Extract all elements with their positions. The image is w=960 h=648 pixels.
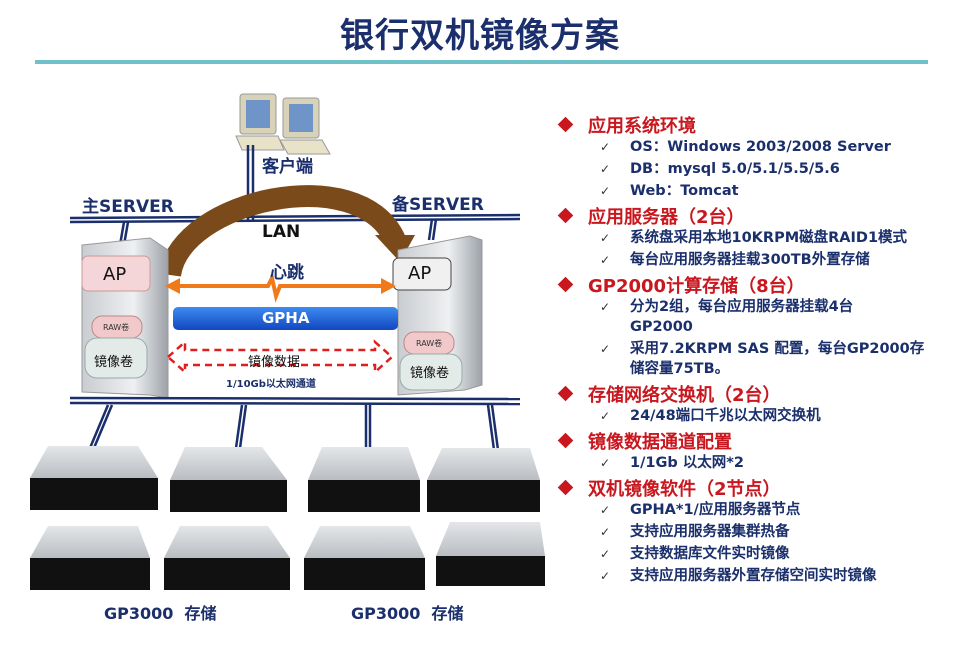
- list-item: ✓每台应用服务器挂载300TB外置存储: [600, 252, 870, 268]
- lan-label: LAN: [262, 222, 301, 242]
- checkmark-icon: ✓: [600, 342, 611, 356]
- backup-raw-volume-label: RAW卷: [416, 339, 443, 348]
- storage-unit: [170, 447, 287, 512]
- list-item: ✓支持应用服务器外置存储空间实时镜像: [600, 568, 877, 584]
- storage-group-right-label: GP3000 存储: [351, 604, 464, 623]
- diamond-bullet-icon: [557, 116, 574, 133]
- storage-unit: [436, 522, 545, 586]
- storage-group-left-label: GP3000 存储: [104, 604, 217, 623]
- checkmark-icon: ✓: [600, 525, 611, 539]
- section-title: 应用服务器（2台）: [588, 206, 745, 228]
- checkmark-icon: ✓: [600, 300, 611, 314]
- list-item: ✓DB：mysql 5.0/5.1/5.5/5.6: [600, 161, 840, 177]
- list-item: ✓1/1Gb 以太网*2: [600, 455, 744, 471]
- list-item: ✓GPHA*1/应用服务器节点: [600, 502, 801, 518]
- mirror-data-label: 镜像数据: [248, 355, 301, 370]
- checkmark-icon: ✓: [600, 409, 611, 423]
- diamond-bullet-icon: [557, 276, 574, 293]
- mirror-data-arrow: [166, 339, 394, 375]
- section-app-environment: 应用系统环境 ✓OS：Windows 2003/2008 Server ✓DB：…: [556, 112, 956, 201]
- primary-ap-label: AP: [103, 264, 127, 285]
- list-item: ✓分为2组，每台应用服务器挂载4台GP2000: [600, 299, 854, 335]
- checkmark-icon: ✓: [600, 456, 611, 470]
- primary-server-label: 主SERVER: [82, 197, 174, 217]
- checkmark-icon: ✓: [600, 503, 611, 517]
- storage-unit: [427, 448, 540, 512]
- section-title: 双机镜像软件（2节点）: [588, 478, 781, 500]
- checkmark-icon: ✓: [600, 162, 611, 176]
- storage-unit: [304, 526, 425, 590]
- list-item: ✓采用7.2KRPM SAS 配置，每台GP2000存储容量75TB。: [600, 341, 925, 377]
- checkmark-icon: ✓: [600, 140, 611, 154]
- checkmark-icon: ✓: [600, 569, 611, 583]
- page-title: 银行双机镜像方案: [340, 16, 620, 56]
- diamond-bullet-icon: [557, 432, 574, 449]
- heartbeat-label: 心跳: [270, 263, 304, 283]
- primary-mirror-volume-label: 镜像卷: [94, 355, 134, 370]
- section-title: 应用系统环境: [588, 115, 696, 137]
- section-title: 存储网络交换机（2台）: [588, 384, 781, 406]
- title-divider: [35, 60, 928, 64]
- diamond-bullet-icon: [557, 207, 574, 224]
- gpha-label: GPHA: [262, 309, 310, 327]
- primary-raw-volume-label: RAW卷: [103, 323, 130, 332]
- checkmark-icon: ✓: [600, 547, 611, 561]
- storage-unit: [164, 526, 290, 590]
- section-mirror-channel: 镜像数据通道配置 ✓1/1Gb 以太网*2: [556, 428, 956, 473]
- storage-unit: [308, 447, 420, 512]
- storage-unit: [30, 446, 158, 510]
- storage-bus-line: [69, 396, 521, 451]
- checkmark-icon: ✓: [600, 231, 611, 245]
- gpha-bar: [173, 307, 398, 330]
- list-item: ✓Web：Tomcat: [600, 183, 739, 199]
- section-title: GP2000计算存储（8台）: [588, 275, 805, 297]
- diamond-bullet-icon: [557, 479, 574, 496]
- list-item: ✓OS：Windows 2003/2008 Server: [600, 139, 891, 155]
- diamond-bullet-icon: [557, 385, 574, 402]
- backup-mirror-volume-label: 镜像卷: [410, 366, 450, 381]
- list-item: ✓支持应用服务器集群热备: [600, 524, 790, 540]
- backup-ap-label: AP: [408, 263, 432, 284]
- section-app-servers: 应用服务器（2台） ✓系统盘采用本地10KRPM磁盘RAID1模式 ✓每台应用服…: [556, 203, 956, 270]
- backup-server-label: 备SERVER: [392, 195, 484, 215]
- section-mirror-software: 双机镜像软件（2节点） ✓GPHA*1/应用服务器节点 ✓支持应用服务器集群热备…: [556, 475, 956, 586]
- checkmark-icon: ✓: [600, 184, 611, 198]
- list-item: ✓24/48端口千兆以太网交换机: [600, 408, 821, 424]
- channel-label: 1/10Gb以太网通道: [226, 379, 316, 390]
- storage-racks: [30, 446, 545, 590]
- section-title: 镜像数据通道配置: [588, 431, 732, 453]
- section-storage-switch: 存储网络交换机（2台） ✓24/48端口千兆以太网交换机: [556, 381, 956, 426]
- checkmark-icon: ✓: [600, 253, 611, 267]
- storage-unit: [30, 526, 150, 590]
- backup-server-icon: [392, 235, 483, 396]
- spec-list: 应用系统环境 ✓OS：Windows 2003/2008 Server ✓DB：…: [556, 112, 956, 588]
- primary-server-icon: [81, 237, 169, 399]
- failover-arc-arrow: [159, 185, 406, 278]
- client-computers-icon: [235, 93, 331, 155]
- list-item: ✓系统盘采用本地10KRPM磁盘RAID1模式: [600, 230, 908, 246]
- section-gp2000-storage: GP2000计算存储（8台） ✓分为2组，每台应用服务器挂载4台GP2000 ✓…: [556, 272, 956, 379]
- client-label: 客户端: [262, 157, 313, 177]
- list-item: ✓支持数据库文件实时镜像: [600, 546, 790, 562]
- network-diagram: [30, 93, 545, 590]
- heartbeat-arrow: [170, 272, 390, 303]
